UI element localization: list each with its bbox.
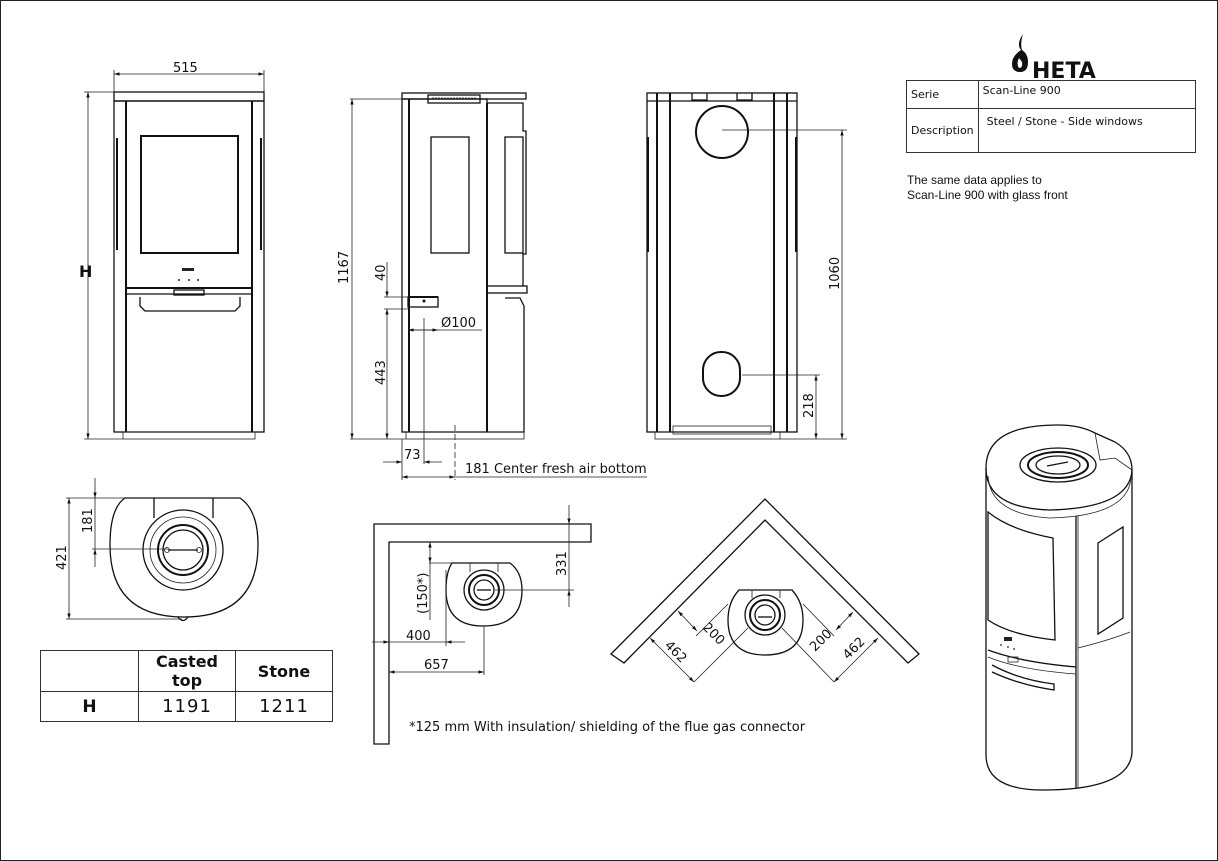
side-view: 1167 40 443 Ø100 73 181 Center fresh air…	[337, 92, 647, 480]
side-fresh-air-label: 181 Center fresh air bottom	[465, 462, 647, 477]
front-view: 515 H	[79, 61, 265, 440]
applies-note: The same data applies to Scan-Line 900 w…	[907, 173, 1068, 203]
info-table: Serie Scan-Line 900 Description Steel / …	[906, 80, 1197, 153]
brand-logo-text: HETA	[1032, 59, 1096, 84]
top-view: 421 181	[55, 478, 259, 622]
side-inlet-elevation: 443	[374, 360, 389, 385]
rear-opening-height: 218	[802, 393, 817, 418]
height-table-row-label: H	[40, 691, 139, 722]
wall-rear-distance: (150*)	[416, 573, 431, 614]
wall-clearance-view: 331 (150*) 400 657	[372, 505, 592, 745]
info-label: Description	[906, 108, 979, 153]
height-stone-value: 1211	[235, 691, 333, 722]
brand-logo: HETA	[1030, 44, 1096, 84]
wall-to-stove-side: 400	[406, 629, 431, 644]
info-label: Serie	[906, 80, 979, 109]
rear-view: 1060 218	[646, 92, 847, 440]
height-table-header-stone: Stone	[235, 650, 333, 692]
corner-left-462: 462	[661, 638, 689, 666]
height-table: Casted top Stone H 1191 1211	[40, 650, 333, 722]
corner-right-462: 462	[840, 635, 868, 663]
note-line-1: The same data applies to	[907, 173, 1042, 187]
info-value: Steel / Stone - Side windows	[977, 108, 1197, 153]
insulation-footnote: *125 mm With insulation/ shielding of th…	[409, 720, 806, 735]
front-width-dimension: 515	[173, 61, 198, 76]
height-table-header-casted-top: Casted top	[138, 650, 236, 692]
info-value: Scan-Line 900	[977, 80, 1197, 109]
note-line-2: Scan-Line 900 with glass front	[907, 188, 1068, 202]
wall-side-distance: 331	[555, 551, 570, 576]
corner-clearance-view: 200 462 200 462	[609, 498, 920, 683]
corner-left-200: 200	[699, 620, 727, 648]
height-table-header: Casted top Stone	[40, 650, 333, 692]
side-inlet-height: 40	[374, 264, 389, 281]
corner-right-200: 200	[807, 627, 835, 655]
rear-flue-height: 1060	[828, 257, 843, 290]
side-inlet-offset: 73	[404, 448, 421, 463]
isometric-view	[985, 424, 1133, 791]
side-total-height: 1167	[337, 251, 352, 284]
top-depth-dimension: 421	[55, 545, 70, 570]
height-table-row: H 1191 1211	[40, 691, 333, 722]
height-table-header-empty	[40, 650, 139, 692]
front-logo-icon	[182, 268, 194, 271]
side-inlet-diameter: Ø100	[441, 316, 476, 331]
flame-icon	[1012, 34, 1028, 72]
info-row-description: Description Steel / Stone - Side windows	[906, 108, 1197, 153]
wall-to-flue-center: 657	[424, 658, 449, 673]
front-height-label: H	[79, 262, 92, 281]
info-row-serie: Serie Scan-Line 900	[906, 80, 1197, 109]
height-casted-top-value: 1191	[138, 691, 236, 722]
top-flue-center-dimension: 181	[81, 508, 96, 533]
